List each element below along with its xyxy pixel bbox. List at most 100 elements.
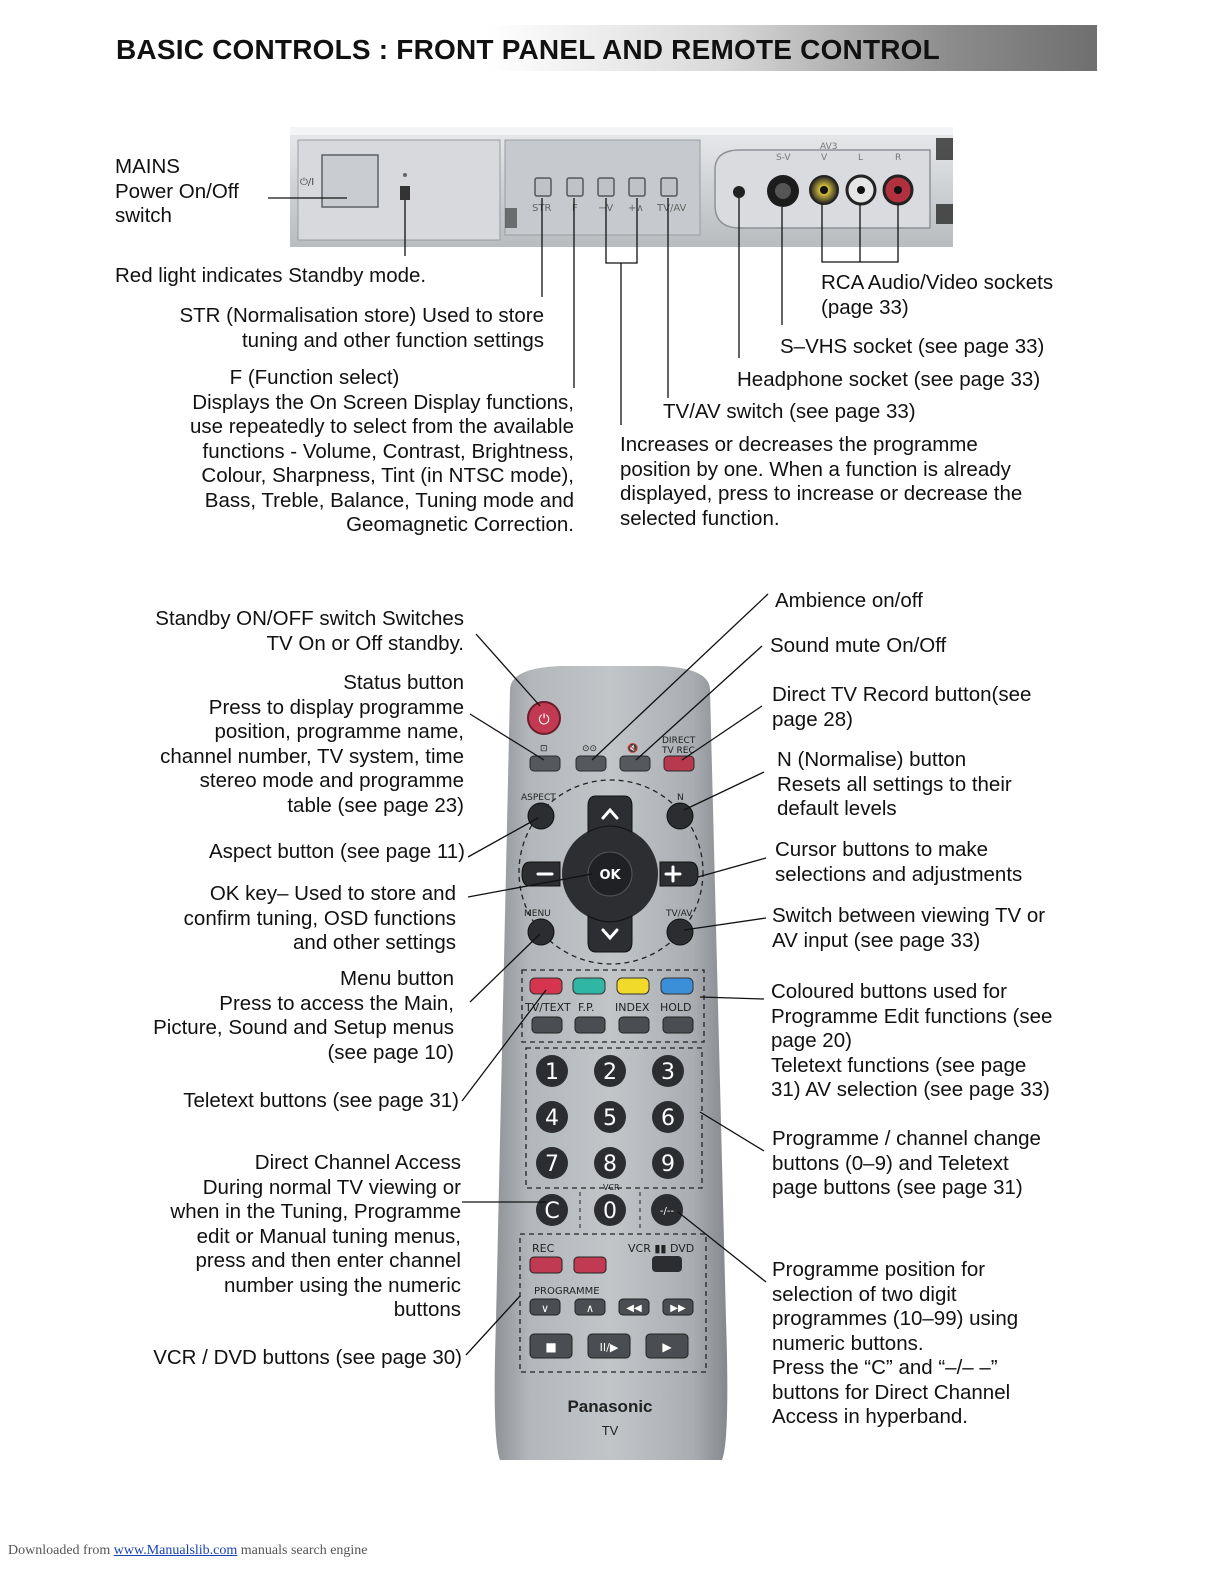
rewind-button [618,1298,650,1316]
digit-3-mark: 3 [661,1060,675,1085]
aspect-button [527,802,555,830]
panel-sv-mark: S-V [776,153,791,163]
aspect-mark: ASPECT [521,793,556,803]
digit-6-button [652,1101,684,1133]
programme-label: Increases or decreases the programme pos… [620,433,1023,530]
cursor-up-button [587,795,633,833]
vcr-dvd-label: VCR / DVD buttons (see page 30) [153,1346,462,1369]
ok-mark: OK [599,868,621,883]
tvav-label: TV/AV switch (see page 33) [663,400,916,423]
direct-rec-label: Direct TV Record button(see page 28) [772,683,1032,731]
ok-label: OK key– Used to store and confirm tuning… [183,882,456,954]
digit-8-button [594,1147,626,1179]
manualslib-link[interactable]: www.Manualslib.com [113,1543,238,1558]
red-button [529,977,563,995]
digit-2-button [594,1055,626,1087]
digit-7-button [536,1147,568,1179]
n-mark: N [677,793,684,803]
cursor-down-button [587,915,633,953]
panel-l-mark: L [858,153,863,163]
blue-button [660,977,694,995]
ffwd-glyph: ▶▶ [670,1303,686,1314]
svg-text:⏻: ⏻ [538,712,549,728]
fp-button [574,1016,606,1034]
ambience-label: Ambience on/off [775,589,923,612]
switch-label: Switch between viewing TV or AV input (s… [772,904,1046,952]
programme-change-label: Programme / channel change buttons (0–9)… [772,1127,1041,1199]
vcr-dvd-switch [652,1256,682,1272]
aspect-label: Aspect button (see page 11) [208,840,465,863]
title-bar [112,25,1097,71]
dash-button [651,1194,683,1226]
tv-mark: TV [602,1423,619,1438]
prog-up-glyph: ∧ [586,1302,594,1315]
green-button [572,977,606,995]
digit-1-button [536,1055,568,1087]
panel-plus-mark: +∧ [628,203,644,214]
vcr-dvd-mark: VCR ▮▮ DVD [628,1242,694,1255]
stop-button [529,1333,573,1359]
digit-9-mark: 9 [661,1152,675,1177]
programme-mark: PROGRAMME [534,1286,600,1297]
mains-switch-shape [321,154,379,208]
yellow-button [616,977,650,995]
digit-2-mark: 2 [603,1060,617,1085]
cursor-label: Cursor buttons to make selections and ad… [775,838,1023,886]
rca-label: RCA Audio/Video sockets (page 33) [821,271,1054,319]
svhs-label: S–VHS socket (see page 33) [780,335,1045,358]
play-glyph: ▶ [662,1340,672,1354]
digit-1-mark: 1 [545,1060,559,1085]
hold-button [662,1016,694,1034]
direct-mark-1: DIRECT [662,736,696,746]
footer: Downloaded from www.Manualslib.com manua… [8,1543,368,1558]
tvav-button [660,177,678,197]
vol-plus-button [628,177,646,197]
rewind-glyph: ◀◀ [626,1303,642,1314]
digit-4-button [536,1101,568,1133]
panel-r-mark: R [895,153,901,163]
tvtext-mark: TV/TEXT [524,1001,571,1014]
str-label: STR (Normalisation store) Used to store … [179,304,544,352]
rec-power-button [573,1256,607,1274]
menu-label: Menu button Press to access the Main, Pi… [153,967,454,1064]
index-mark: INDEX [615,1001,650,1014]
mute-label: Sound mute On/Off [770,634,947,657]
pause-glyph: II/▶ [600,1341,619,1354]
function-label: F (Function select) Displays the On Scre… [189,366,574,536]
tvtext-button [531,1016,563,1034]
panel-av3-mark: AV3 [820,142,837,152]
prog-down-glyph: ∨ [541,1302,549,1315]
zero-button [594,1194,626,1226]
ok-button [587,851,633,897]
ambience-glyph: ⊙⊙ [582,744,597,754]
digit-7-mark: 7 [545,1152,559,1177]
fp-mark: F.P. [578,1001,594,1014]
digit-3-button [652,1055,684,1087]
str-button [534,177,552,197]
index-button [618,1016,650,1034]
panel-tvav-mark: TV/AV [656,203,687,214]
normalise-label: N (Normalise) button Resets all settings… [777,748,1012,820]
direct-tv-rec-button [663,755,695,772]
mains-label: MAINS Power On/Off switch [115,155,239,227]
vcr-small-mark: VCR [603,1183,620,1192]
tvav-mark: TV/AV [665,909,693,919]
mute-glyph: 🔇 [627,742,638,754]
zero-mark: 0 [603,1199,617,1224]
prog-up-button [574,1298,606,1316]
digit-6-mark: 6 [661,1106,675,1131]
play-button [645,1333,689,1359]
prog-down-button [529,1298,561,1316]
teletext-label: Teletext buttons (see page 31) [183,1089,459,1112]
digit-9-button [652,1147,684,1179]
status-glyph: ⊡ [540,744,548,754]
standby-led [400,186,410,200]
power-mark: ⏻/I [300,177,314,188]
headphone-label: Headphone socket (see page 33) [737,368,1041,391]
two-digit-label: Programme position for selection of two … [772,1258,1019,1428]
panel-v-mark: V [821,153,828,163]
mute-button [619,755,651,772]
digit-5-button [594,1101,626,1133]
standby-button [527,701,561,735]
